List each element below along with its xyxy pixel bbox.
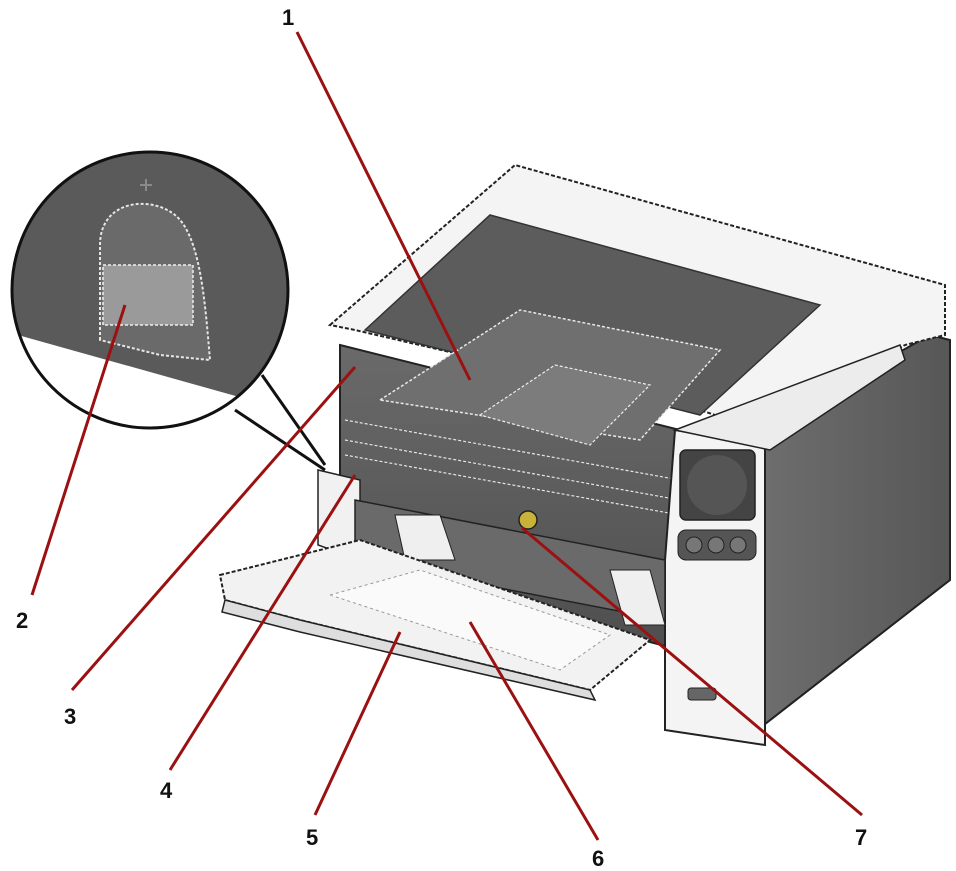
zoom-plus-icon bbox=[140, 179, 152, 191]
leader-lines bbox=[30, 31, 863, 841]
zoom-circle-border bbox=[10, 150, 290, 430]
callout-5: 5 bbox=[306, 825, 318, 850]
output-tray-extension bbox=[478, 364, 652, 446]
leader-line-4 bbox=[168, 474, 357, 771]
control-button-mid bbox=[707, 536, 725, 554]
callout-4: 4 bbox=[160, 778, 173, 803]
display-glare bbox=[687, 455, 747, 515]
leader-line-3 bbox=[70, 366, 357, 691]
scanner-body bbox=[218, 163, 951, 747]
leader-line-7 bbox=[521, 526, 863, 817]
leader-line-5 bbox=[313, 631, 402, 816]
zoom-switch bbox=[102, 264, 194, 326]
callout-3: 3 bbox=[64, 704, 76, 729]
front-strip bbox=[344, 419, 681, 516]
zoom-connector-upper bbox=[260, 374, 327, 466]
leader-line-6 bbox=[468, 621, 600, 841]
zoom-connector-lower bbox=[234, 408, 326, 472]
callout-2: 2 bbox=[16, 608, 28, 633]
control-button-right bbox=[729, 536, 747, 554]
callout-labels: 1 2 3 4 5 6 7 bbox=[16, 5, 867, 871]
callout-7: 7 bbox=[855, 825, 867, 850]
control-pillar-top bbox=[672, 344, 906, 451]
input-tray-inner bbox=[328, 569, 612, 671]
leader-line-2 bbox=[30, 304, 127, 596]
callout-6: 6 bbox=[592, 846, 604, 871]
callout-1: 1 bbox=[282, 5, 294, 30]
side-guide-right bbox=[609, 569, 666, 626]
pillar-slot bbox=[687, 687, 717, 701]
side-guide-left bbox=[394, 514, 456, 561]
control-button-left bbox=[685, 536, 703, 554]
zoom-inset bbox=[10, 150, 327, 472]
leader-line-1 bbox=[295, 31, 472, 381]
feed-roller-indicator bbox=[518, 510, 538, 530]
